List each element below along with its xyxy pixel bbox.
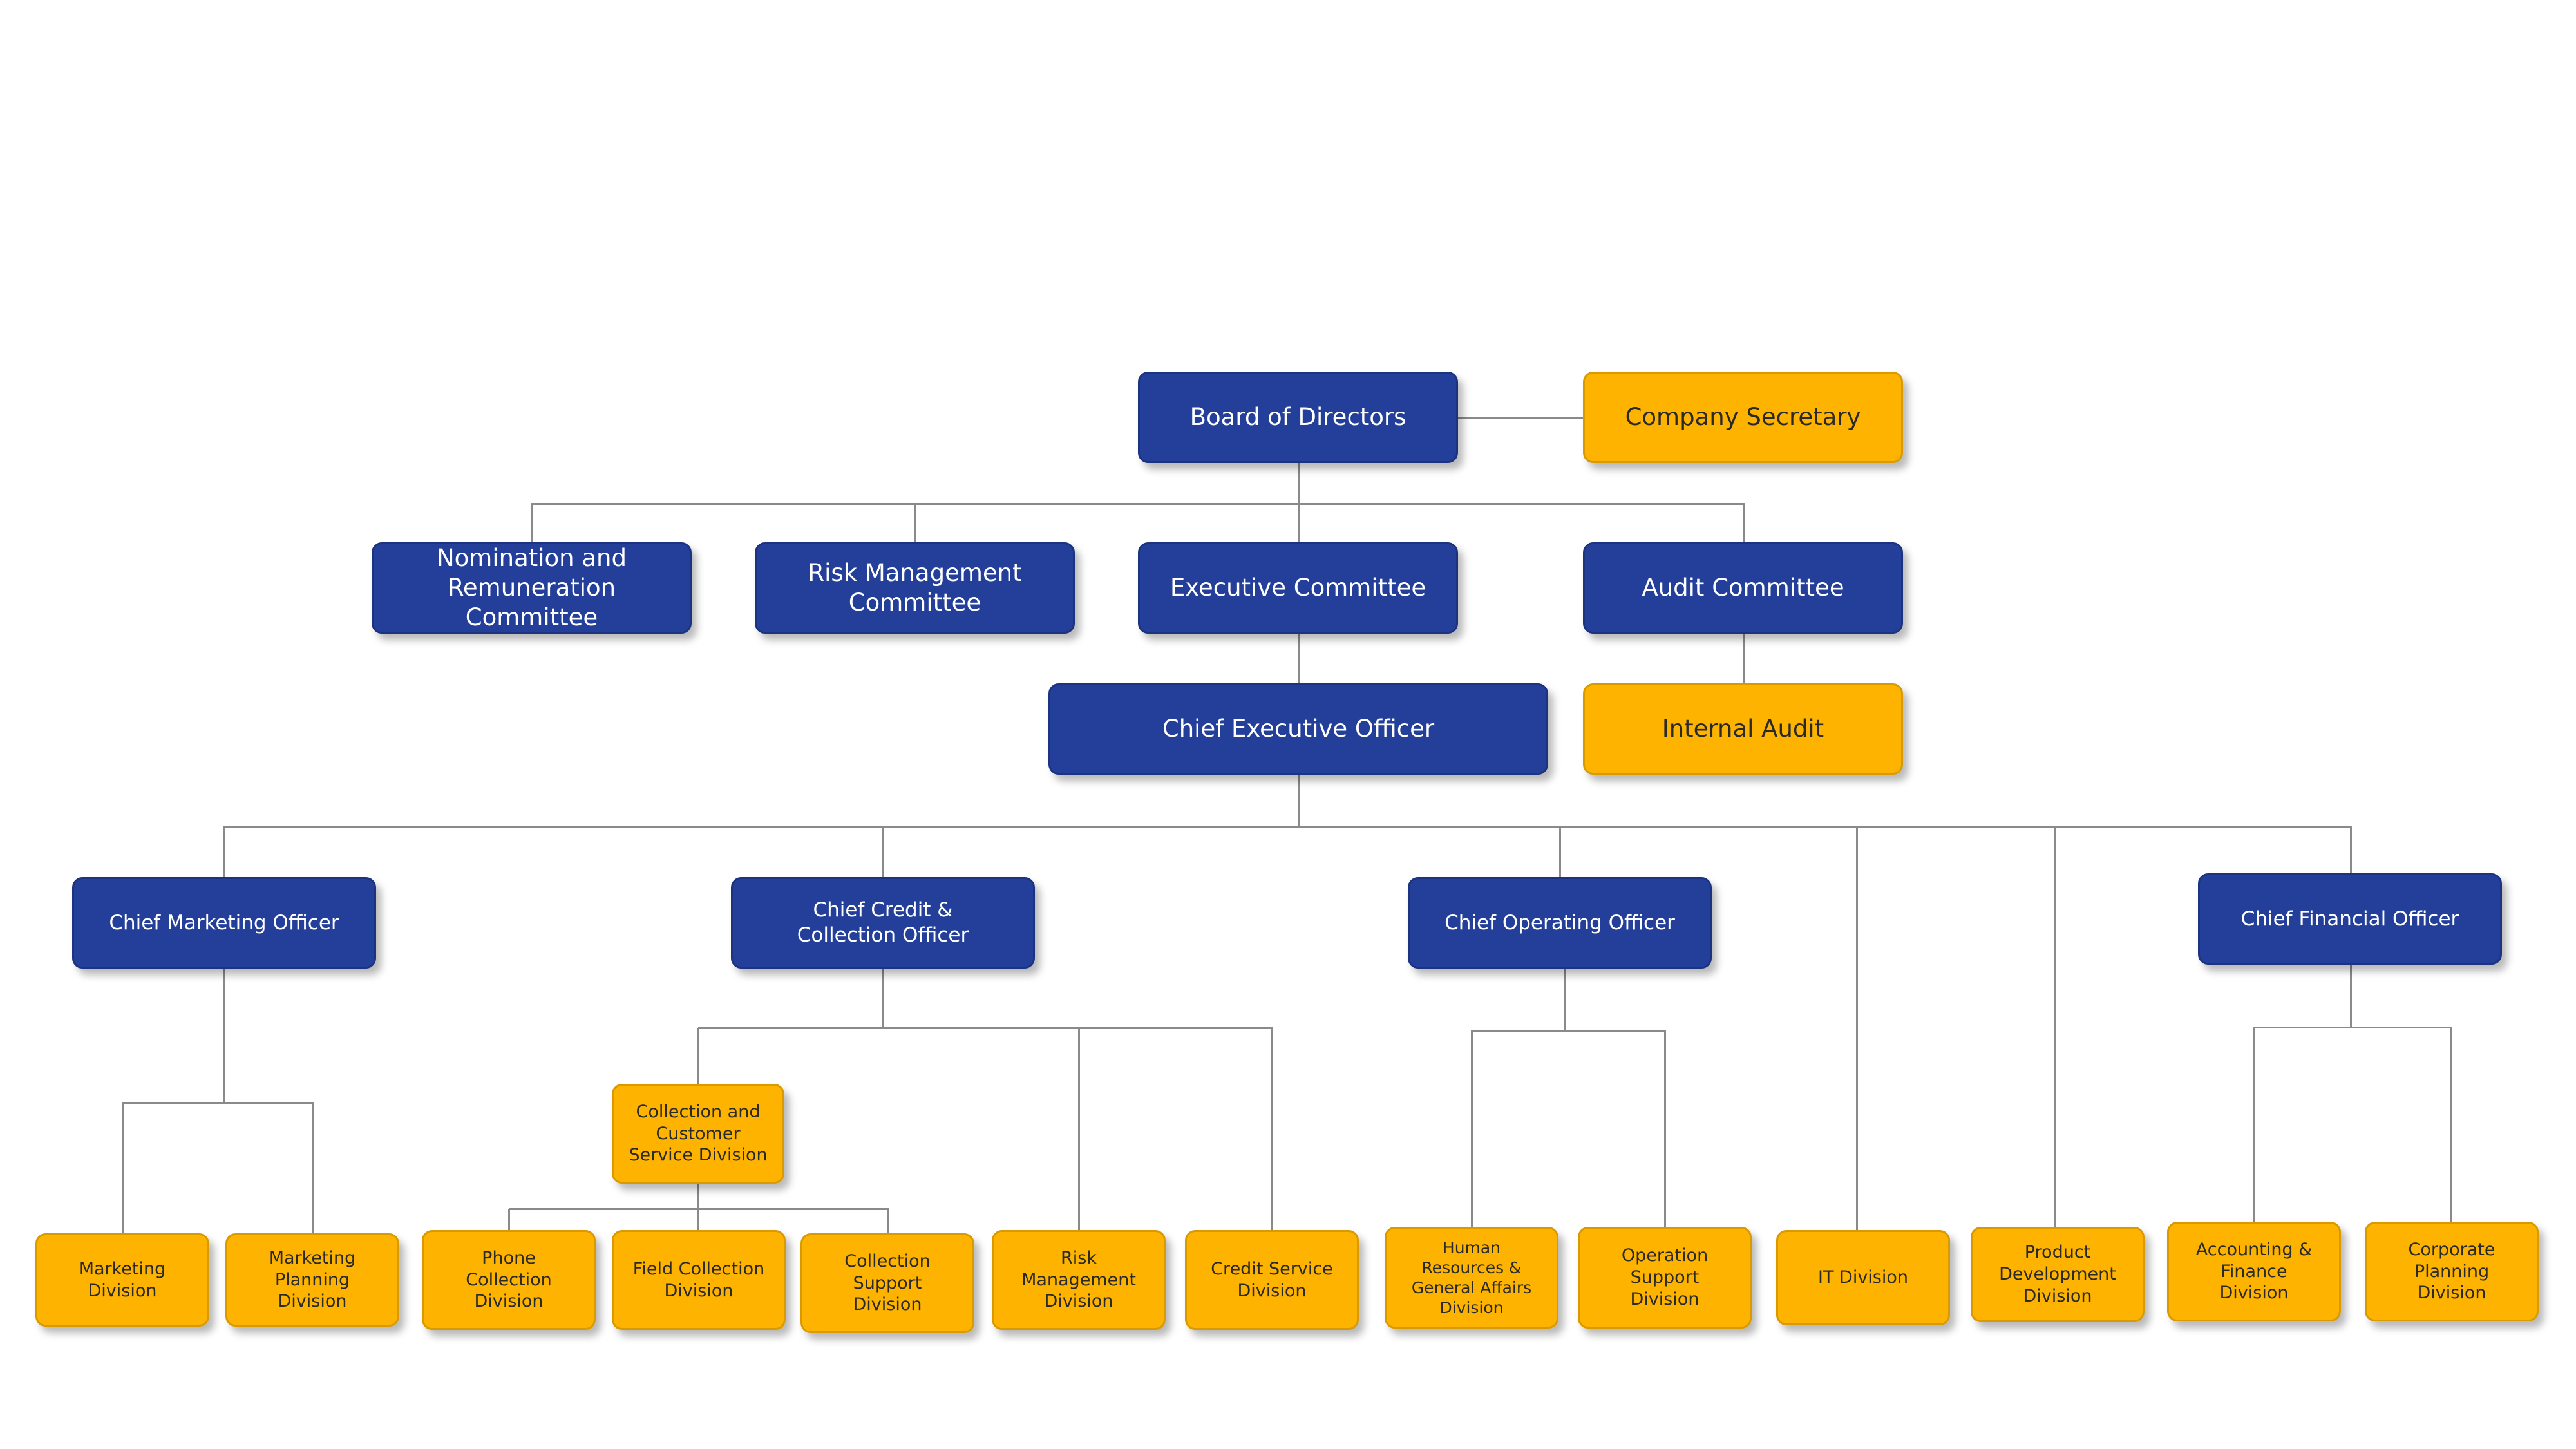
connector-line <box>697 1028 699 1085</box>
node-nomination[interactable]: Nomination and Remuneration Committee <box>372 542 692 634</box>
node-label: Internal Audit <box>1662 714 1824 743</box>
connector-line <box>2053 826 2056 1228</box>
connector-line <box>882 969 884 1029</box>
connector-line <box>2449 1027 2452 1223</box>
node-label: Risk Management Division <box>1021 1247 1136 1312</box>
node-label: Chief Credit & Collection Officer <box>797 898 969 947</box>
node-hr-ga[interactable]: Human Resources & General Affairs Divisi… <box>1385 1227 1558 1329</box>
node-label: Operation Support Division <box>1621 1245 1709 1309</box>
node-label: Chief Operating Officer <box>1444 911 1675 934</box>
connector-line <box>311 1103 314 1235</box>
connector-line <box>223 826 225 878</box>
connector-line <box>507 1209 510 1231</box>
node-label: IT Division <box>1817 1267 1908 1288</box>
node-executive-committee[interactable]: Executive Committee <box>1138 542 1458 634</box>
node-collection-support[interactable]: Collection Support Division <box>800 1233 974 1333</box>
connector-line <box>1743 634 1745 685</box>
connector-line <box>2349 965 2352 1028</box>
node-label: Credit Service Division <box>1211 1258 1333 1301</box>
node-label: Chief Executive Officer <box>1162 714 1435 743</box>
connector-line <box>886 1209 889 1235</box>
node-label: Human Resources & General Affairs Divisi… <box>1411 1238 1532 1318</box>
node-label: Field Collection Division <box>632 1258 765 1301</box>
connector-line <box>1458 416 1584 419</box>
connector-line <box>1077 1028 1080 1231</box>
connector-line <box>1470 1030 1473 1228</box>
node-label: Phone Collection Division <box>466 1247 552 1312</box>
connector-line <box>1297 463 1300 505</box>
node-label: Chief Financial Officer <box>2240 907 2459 931</box>
node-label: Marketing Division <box>79 1258 166 1301</box>
node-collection-customer[interactable]: Collection and Customer Service Division <box>612 1084 784 1184</box>
node-label: Collection Support Division <box>844 1251 931 1315</box>
node-company-secretary[interactable]: Company Secretary <box>1583 372 1903 463</box>
connector-line <box>1472 1029 1666 1032</box>
connector-line <box>697 1209 699 1231</box>
node-operation-support[interactable]: Operation Support Division <box>1578 1227 1752 1329</box>
node-coo[interactable]: Chief Operating Officer <box>1408 877 1712 969</box>
node-marketing-div[interactable]: Marketing Division <box>35 1233 209 1327</box>
connector-line <box>1271 1028 1273 1231</box>
node-label: Nomination and Remuneration Committee <box>436 544 627 632</box>
node-marketing-planning[interactable]: Marketing Planning Division <box>225 1233 399 1327</box>
connector-line <box>1297 634 1300 685</box>
connector-line <box>698 1027 1273 1029</box>
connector-line <box>2254 1026 2452 1028</box>
connector-line <box>1297 504 1300 544</box>
node-label: Chief Marketing Officer <box>109 911 339 934</box>
node-label: Board of Directors <box>1189 402 1406 431</box>
connector-line <box>2349 826 2352 875</box>
connector-line <box>1663 1030 1666 1228</box>
node-ccco[interactable]: Chief Credit & Collection Officer <box>731 877 1035 969</box>
connector-line <box>223 969 225 1104</box>
node-label: Collection and Customer Service Division <box>629 1101 768 1166</box>
connector-line <box>121 1103 124 1235</box>
node-label: Marketing Planning Division <box>269 1247 356 1312</box>
node-board[interactable]: Board of Directors <box>1138 372 1458 463</box>
node-credit-service[interactable]: Credit Service Division <box>1185 1230 1359 1330</box>
node-risk-management-div[interactable]: Risk Management Division <box>992 1230 1166 1330</box>
node-ceo[interactable]: Chief Executive Officer <box>1048 683 1548 775</box>
node-accounting-finance[interactable]: Accounting & Finance Division <box>2167 1222 2341 1321</box>
connector-line <box>1743 504 1745 544</box>
connector-line <box>224 825 2352 828</box>
connector-line <box>1855 826 1858 1231</box>
node-risk-committee[interactable]: Risk Management Committee <box>755 542 1075 634</box>
connector-line <box>1564 969 1566 1032</box>
node-label: Accounting & Finance Division <box>2195 1239 2313 1303</box>
node-cmo[interactable]: Chief Marketing Officer <box>72 877 376 969</box>
connector-line <box>2253 1027 2255 1223</box>
connector-line <box>531 502 1745 505</box>
node-cfo[interactable]: Chief Financial Officer <box>2198 873 2502 965</box>
node-corporate-planning[interactable]: Corporate Planning Division <box>2365 1222 2539 1321</box>
node-label: Corporate Planning Division <box>2408 1239 2496 1303</box>
node-audit-committee[interactable]: Audit Committee <box>1583 542 1903 634</box>
node-label: Company Secretary <box>1625 402 1861 431</box>
connector-line <box>1297 775 1300 828</box>
node-label: Product Development Division <box>1999 1242 2116 1306</box>
connector-line <box>122 1101 314 1104</box>
node-product-development[interactable]: Product Development Division <box>1971 1227 2145 1322</box>
connector-line <box>530 504 533 544</box>
node-it-division[interactable]: IT Division <box>1776 1230 1950 1325</box>
connector-line <box>913 504 916 544</box>
node-label: Risk Management Committee <box>808 558 1022 616</box>
connector-line <box>1558 826 1561 878</box>
node-label: Executive Committee <box>1170 573 1426 601</box>
node-phone-collection[interactable]: Phone Collection Division <box>422 1230 596 1330</box>
node-label: Audit Committee <box>1642 573 1844 601</box>
node-internal-audit[interactable]: Internal Audit <box>1583 683 1903 775</box>
node-field-collection[interactable]: Field Collection Division <box>612 1230 786 1330</box>
connector-line <box>882 826 884 878</box>
connector-line <box>697 1184 699 1210</box>
